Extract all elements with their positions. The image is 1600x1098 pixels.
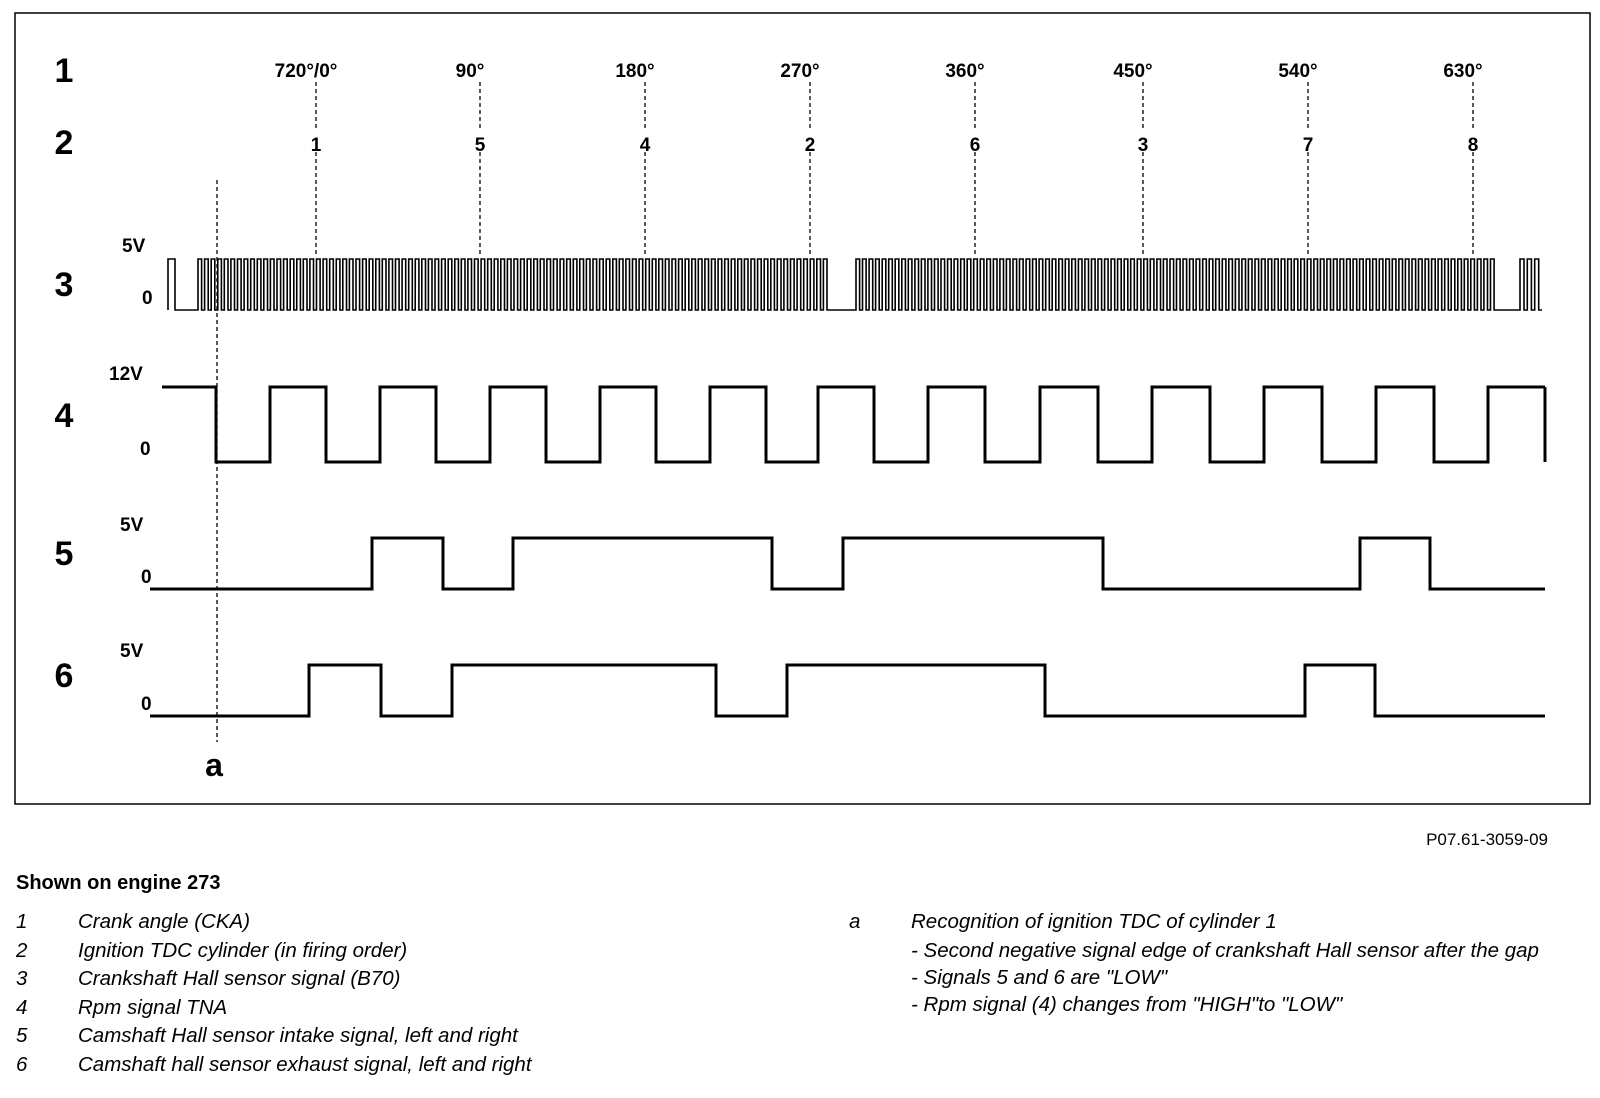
level-high-label: 5V (120, 641, 144, 662)
legend-key: 1 (16, 910, 28, 933)
crank-angle-label: 540° (1278, 61, 1317, 82)
legend-text: Crank angle (CKA) (78, 910, 251, 933)
level-low-label: 0 (141, 567, 152, 588)
legend-item: 5 Camshaft Hall sensor intake signal, lef… (16, 1022, 816, 1051)
marker-a: a (205, 180, 223, 783)
label-mask (1135, 130, 1151, 152)
firing-order-label: 8 (1468, 135, 1479, 156)
marker-a-label: a (205, 747, 223, 783)
crank-angle-label: 720°/0° (275, 61, 338, 82)
firing-order-label: 1 (311, 135, 322, 156)
legend-key: 5 (16, 1024, 28, 1047)
firing-order-label: 7 (1303, 135, 1314, 156)
crank-angle-label: 450° (1113, 61, 1152, 82)
legend-text: Camshaft hall sensor exhaust signal, lef… (78, 1052, 532, 1076)
label-mask (802, 130, 818, 152)
legend-text: Rpm signal TNA (78, 995, 228, 1019)
row-numbers: 1 2 3 4 5 6 (55, 52, 74, 695)
legend-key: 2 (16, 938, 28, 962)
firing-order-label: 5 (475, 135, 486, 156)
level-high-label: 12V (109, 364, 143, 385)
legend-text: Ignition TDC cylinder (in firing order) (78, 938, 408, 962)
label-mask (967, 130, 983, 152)
label-mask (637, 130, 653, 152)
level-high-label: 5V (120, 515, 144, 536)
crank-angle-label: 360° (945, 61, 984, 82)
crank-angle-labels: 720°/0° 1 90° 5 180° 4 270° 2 360° 6 450° 3 540° 7 630… (275, 61, 1483, 156)
firing-order-label: 3 (1138, 135, 1149, 156)
note-line: - Signals 5 and 6 are "LOW" (911, 965, 1168, 989)
legend-key: 6 (16, 1052, 28, 1076)
firing-order-label: 4 (640, 135, 651, 156)
level-low-label: 0 (140, 439, 151, 460)
note-title: Recognition of ignition TDC of cylinder … (911, 910, 1277, 933)
legend-item: 3 Crankshaft Hall sensor signal (B70) (16, 965, 816, 994)
row-number: 6 (55, 657, 74, 695)
legend-item: 1 Crank angle (CKA) (16, 908, 816, 937)
level-high-label: 5V (122, 236, 146, 257)
row-number: 3 (55, 266, 74, 304)
camshaft-exhaust-trace (150, 663, 1545, 718)
signal-traces (150, 258, 1547, 718)
marker-note: a Recognition of ignition TDC of cylinde… (849, 908, 1569, 1018)
legend-item: 2 Ignition TDC cylinder (in firing order) (16, 937, 816, 966)
crank-angle-label: 630° (1443, 61, 1482, 82)
note-body: Recognition of ignition TDC of cylinder … (911, 908, 1569, 1018)
note-key: a (849, 910, 861, 933)
signal-level-labels: 5V 0 12V 0 5V 0 5V 0 (109, 236, 153, 715)
legend-text: Crankshaft Hall sensor signal (B70) (78, 967, 401, 990)
row-number: 1 (55, 52, 74, 90)
level-low-label: 0 (142, 288, 153, 309)
firing-order-label: 2 (805, 135, 816, 156)
crank-angle-label: 180° (615, 61, 654, 82)
label-mask (472, 130, 488, 152)
caption-title: Shown on engine 273 (16, 872, 221, 894)
row-number: 4 (55, 397, 74, 435)
legend-item: 6 Camshaft hall sensor exhaust signal, le… (16, 1051, 816, 1080)
label-mask (1465, 130, 1481, 152)
note-item: a Recognition of ignition TDC of cylinde… (849, 908, 1569, 1018)
firing-order-label: 6 (970, 135, 981, 156)
note-line: - Second negative signal edge of cranksh… (911, 938, 1539, 962)
legend-key: 4 (16, 995, 28, 1019)
crank-angle-label: 90° (456, 61, 485, 82)
legend-item: 4 Rpm signal TNA (16, 994, 816, 1023)
diagram-frame (14, 12, 1591, 805)
row-number: 2 (55, 124, 74, 162)
label-mask (1300, 130, 1316, 152)
camshaft-intake-trace (150, 536, 1545, 591)
row-number: 5 (55, 535, 74, 573)
rpm-signal-trace (162, 385, 1545, 464)
label-mask (308, 130, 324, 152)
guide-lines (315, 82, 1474, 255)
legend-key: 3 (16, 967, 28, 990)
legend-text: Camshaft Hall sensor intake signal, left… (78, 1024, 518, 1047)
reference-code: P07.61-3059-09 (1426, 830, 1548, 849)
crankshaft-hall-signal (167, 258, 1542, 311)
note-line: - Rpm signal (4) changes from "HIGH"to "… (911, 992, 1343, 1016)
level-low-label: 0 (141, 694, 152, 715)
crank-angle-label: 270° (780, 61, 819, 82)
legend-list: 1 Crank angle (CKA) 2 Ignition TDC cylinde… (16, 908, 816, 1079)
